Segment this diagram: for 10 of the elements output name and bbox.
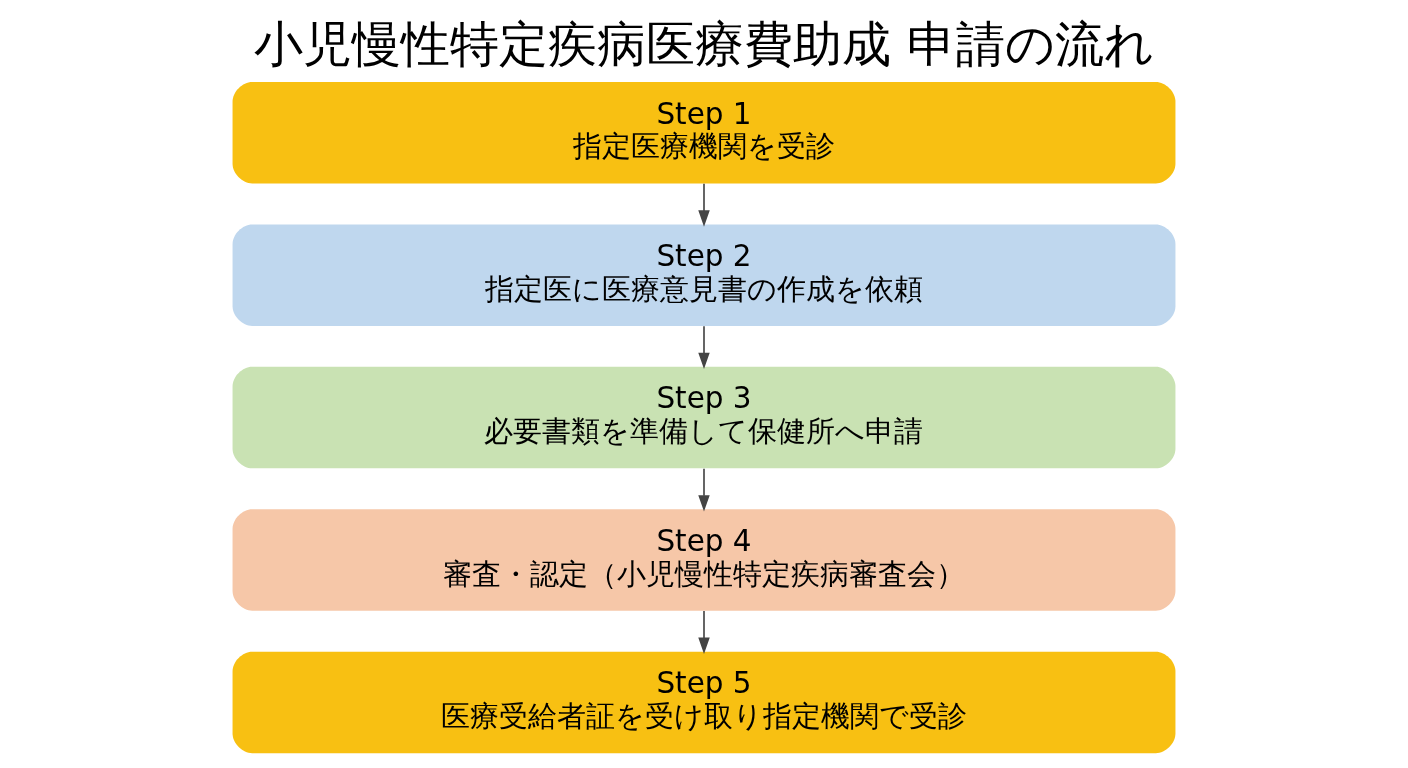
arrow	[698, 183, 710, 227]
arrow	[698, 325, 710, 370]
node-box: Step 5 医療受給者証を受け取り指定機関で受診	[232, 651, 1176, 754]
node-box: Step 1 指定医療機関を受診	[232, 82, 1176, 184]
diagram-title: 小児慢性特定疾病医療費助成 申請の流れ	[254, 14, 1154, 73]
node-box: Step 3 必要書類を準備して保健所へ申請	[232, 366, 1176, 469]
arrow	[698, 467, 710, 512]
arrow	[698, 610, 710, 654]
node-box: Step 2 指定医に医療意見書の作成を依頼	[232, 224, 1176, 326]
node-box: Step 4 審査・認定（小児慢性特定疾病審査会）	[232, 509, 1176, 611]
